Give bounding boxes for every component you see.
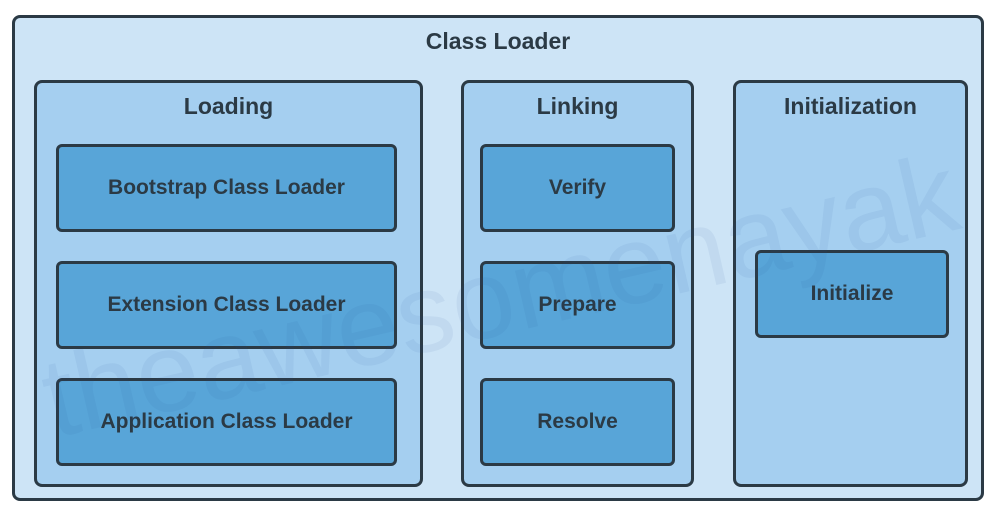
linking-panel-title: Linking [536,93,619,119]
loading-panel-title: Loading [183,93,274,119]
loading-panel: Loading Bootstrap Class Loader Extension… [34,80,423,487]
prepare-box: Prepare [480,261,675,349]
initialization-panel: Initialization Initialize [733,80,968,487]
bootstrap-class-loader-box: Bootstrap Class Loader [56,144,397,232]
class-loader-container: Class Loader Loading Bootstrap Class Loa… [12,15,984,501]
linking-panel: Linking Verify Prepare Resolve [461,80,694,487]
extension-class-loader-box: Extension Class Loader [56,261,397,349]
resolve-box: Resolve [480,378,675,466]
verify-box: Verify [480,144,675,232]
application-class-loader-box: Application Class Loader [56,378,397,466]
diagram-title: Class Loader [425,28,571,54]
initialization-panel-title: Initialization [784,93,917,119]
initialize-box: Initialize [755,250,949,338]
